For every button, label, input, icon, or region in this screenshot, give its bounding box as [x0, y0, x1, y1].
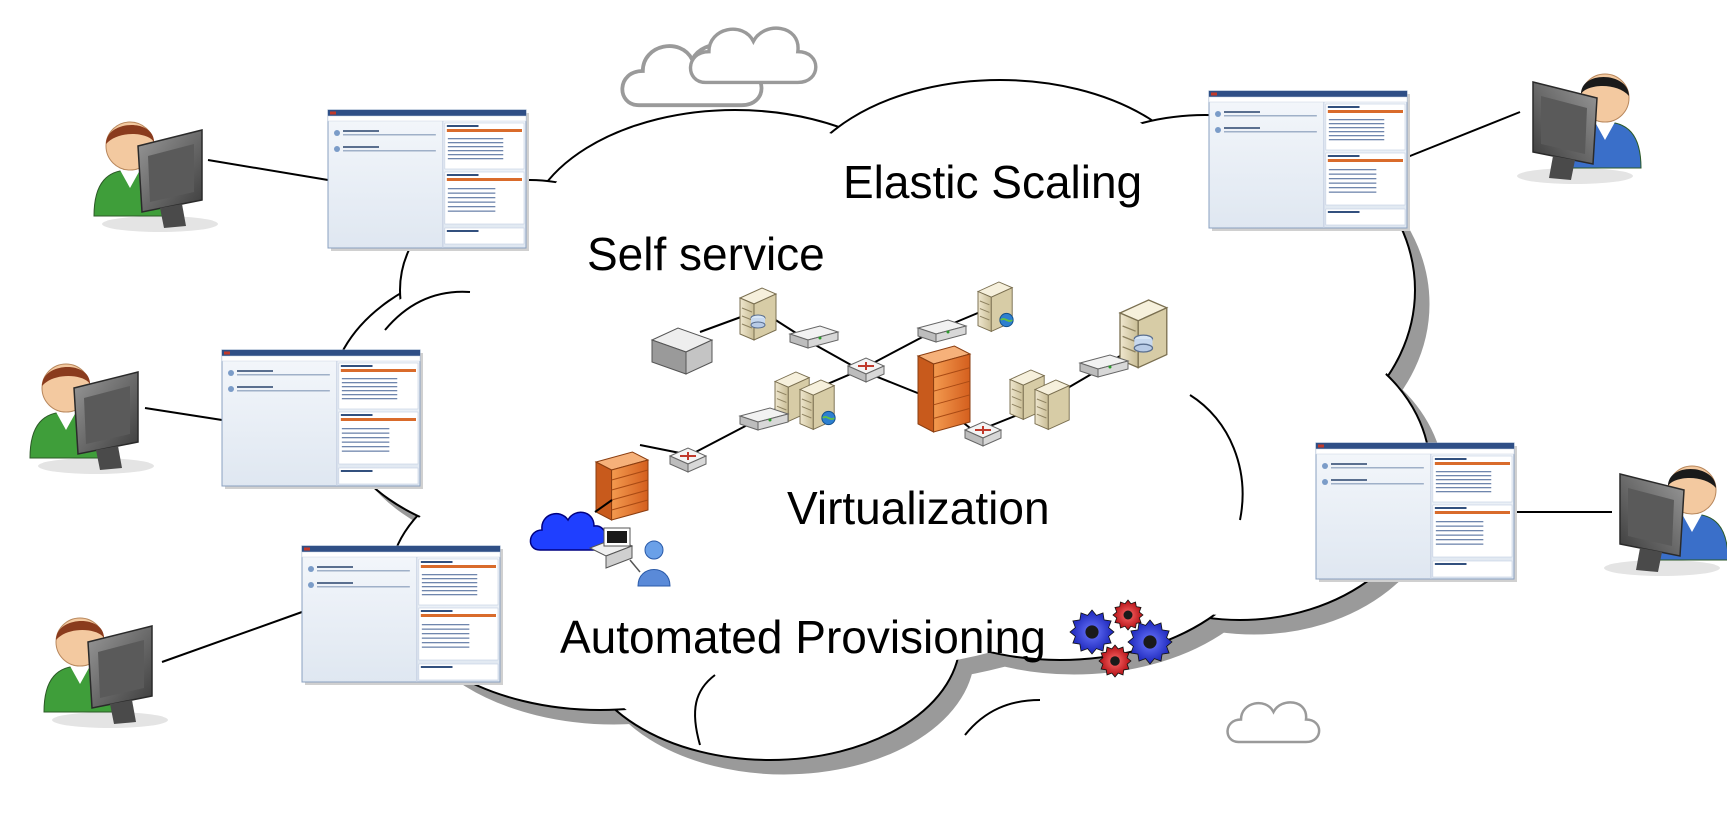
user-at-computer-icon	[43, 617, 168, 728]
gear-icon	[1127, 619, 1173, 665]
big-cloud-inner-arcs	[384, 290, 1244, 746]
users	[29, 73, 1727, 728]
firewall-icon	[594, 451, 650, 521]
network-devices	[529, 281, 1169, 587]
switch-icon	[788, 325, 840, 349]
user-at-computer-icon	[93, 121, 218, 232]
label-self-service: Self service	[587, 228, 825, 280]
gear-icon	[1112, 599, 1144, 631]
switch-icon	[916, 319, 968, 343]
server-icon	[798, 379, 836, 431]
firewall-icon	[916, 345, 972, 433]
switch-icon	[738, 407, 790, 431]
switch-icon	[1078, 354, 1130, 378]
server-icon	[1033, 379, 1071, 431]
gear-icon	[1098, 644, 1132, 678]
portal-screenshot	[301, 545, 503, 685]
appliance-icon	[650, 327, 714, 375]
portal-screenshot	[327, 109, 529, 251]
user-at-computer-icon	[1604, 465, 1727, 576]
gear-icon	[1069, 609, 1115, 655]
router-icon	[963, 421, 1003, 447]
router-icon	[668, 447, 708, 473]
admin-workstation-icon	[588, 527, 671, 587]
portal-screenshots	[221, 90, 1517, 685]
user-at-computer-icon	[1517, 73, 1642, 184]
portal-screenshot	[221, 349, 423, 489]
server-icon	[976, 281, 1014, 333]
portal-screenshot	[1208, 90, 1410, 231]
server-icon	[738, 287, 778, 341]
label-elastic-scaling: Elastic Scaling	[843, 156, 1142, 208]
router-icon	[846, 357, 886, 383]
server-icon	[1118, 299, 1169, 369]
server-icon	[1008, 369, 1046, 421]
gears-icon	[1069, 599, 1173, 678]
small-cloud-top	[620, 26, 818, 108]
label-virtualization: Virtualization	[787, 482, 1050, 534]
label-automated-provisioning: Automated Provisioning	[560, 611, 1046, 663]
user-connectors	[144, 111, 1612, 663]
portal-screenshot	[1315, 442, 1517, 582]
small-cloud-bottom-right	[1226, 701, 1321, 744]
user-at-computer-icon	[29, 363, 154, 474]
